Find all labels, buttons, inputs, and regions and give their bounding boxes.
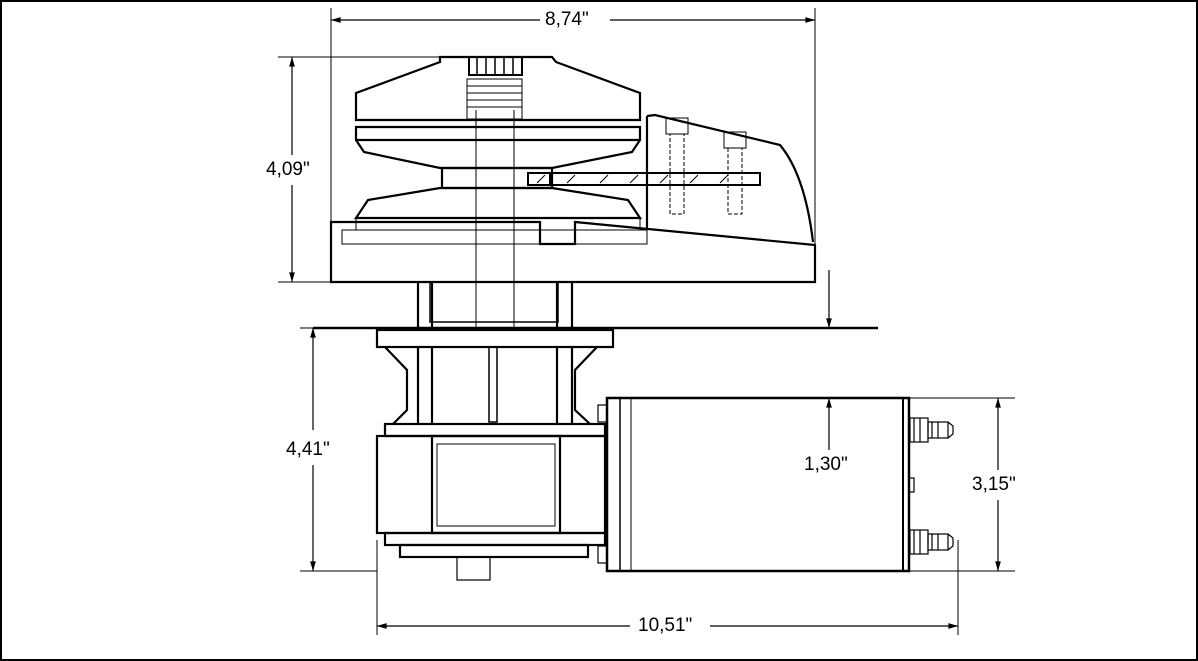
dimension-overall-width: 8,74": [543, 9, 591, 30]
hidden-details-upper: [341, 78, 747, 327]
dimension-lower-height: 4,41": [284, 439, 332, 460]
extension-lines: [278, 8, 1015, 635]
dimension-lines: [289, 17, 1001, 629]
dimension-upper-height: 4,09": [264, 159, 312, 180]
terminal-top: [909, 417, 954, 443]
gearbox-and-shaft: [375, 281, 615, 581]
dimension-motor-offset: 1,30": [802, 454, 850, 475]
dimension-overall-length: 10,51": [636, 615, 695, 636]
gypsy-drum: [329, 55, 817, 284]
terminal-bottom: [909, 529, 954, 555]
motor: [597, 396, 954, 573]
dimension-motor-height: 3,15": [970, 474, 1018, 495]
